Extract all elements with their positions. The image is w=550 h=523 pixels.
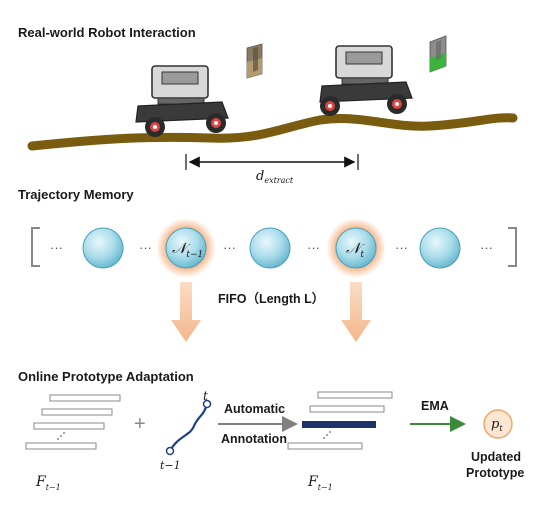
- memory-ellipsis: ···: [139, 240, 152, 255]
- robot-2: [319, 45, 413, 116]
- prototype-node: [483, 409, 513, 439]
- memory-ellipsis: ···: [50, 240, 63, 255]
- section-title-trajectory-memory: Trajectory Memory: [18, 187, 134, 202]
- trajectory-end-label: t: [203, 389, 208, 403]
- updated-label-1: Updated: [471, 450, 521, 464]
- annotation-label: Annotation: [221, 432, 287, 446]
- ema-label: EMA: [421, 399, 449, 413]
- down-arrow-curr: [341, 282, 371, 342]
- memory-node: [82, 227, 124, 269]
- memory-bracket-left: [31, 227, 40, 267]
- section-title-prototype-adaptation: Online Prototype Adaptation: [18, 369, 194, 384]
- memory-bracket-right: [508, 227, 517, 267]
- ground-path: [27, 113, 518, 151]
- prototype-label: pt: [491, 417, 503, 433]
- robot-1: [135, 65, 229, 137]
- memory-ellipsis: ···: [307, 240, 320, 255]
- trajectory-start-label: t−1: [160, 459, 181, 472]
- features-right-label: Ft−1: [307, 474, 333, 492]
- distance-label: dextract: [256, 169, 294, 185]
- plus-sign: +: [134, 413, 146, 435]
- fifo-label: FIFO（Length L）: [218, 291, 324, 306]
- section-title-robot-interaction: Real-world Robot Interaction: [18, 25, 196, 40]
- memory-node: [419, 227, 461, 269]
- feature-stack-dots-right: [323, 431, 331, 439]
- automatic-label: Automatic: [224, 402, 285, 416]
- memory-node-curr: [335, 227, 377, 269]
- memory-ellipsis: ···: [223, 240, 236, 255]
- memory-node-prev: [165, 227, 207, 269]
- memory-node: [249, 227, 291, 269]
- memory-ellipsis: ···: [480, 240, 493, 255]
- trajectory-curve: [165, 399, 212, 456]
- down-arrow-prev: [171, 282, 201, 342]
- camera-view-1: [246, 43, 263, 79]
- feature-stack-dots-left: [57, 432, 65, 440]
- distance-marker: [185, 154, 359, 170]
- node-prev-label: 𝒩t−1: [172, 239, 203, 260]
- updated-label-2: Prototype: [466, 466, 524, 480]
- annotated-feature-bar: [302, 421, 376, 428]
- feature-stack-left: [25, 394, 121, 450]
- node-curr-label: 𝒩t: [346, 239, 365, 260]
- feature-stack-right: [287, 391, 393, 450]
- features-left-label: Ft−1: [35, 474, 61, 492]
- memory-ellipsis: ···: [395, 240, 408, 255]
- camera-view-2: [429, 35, 447, 73]
